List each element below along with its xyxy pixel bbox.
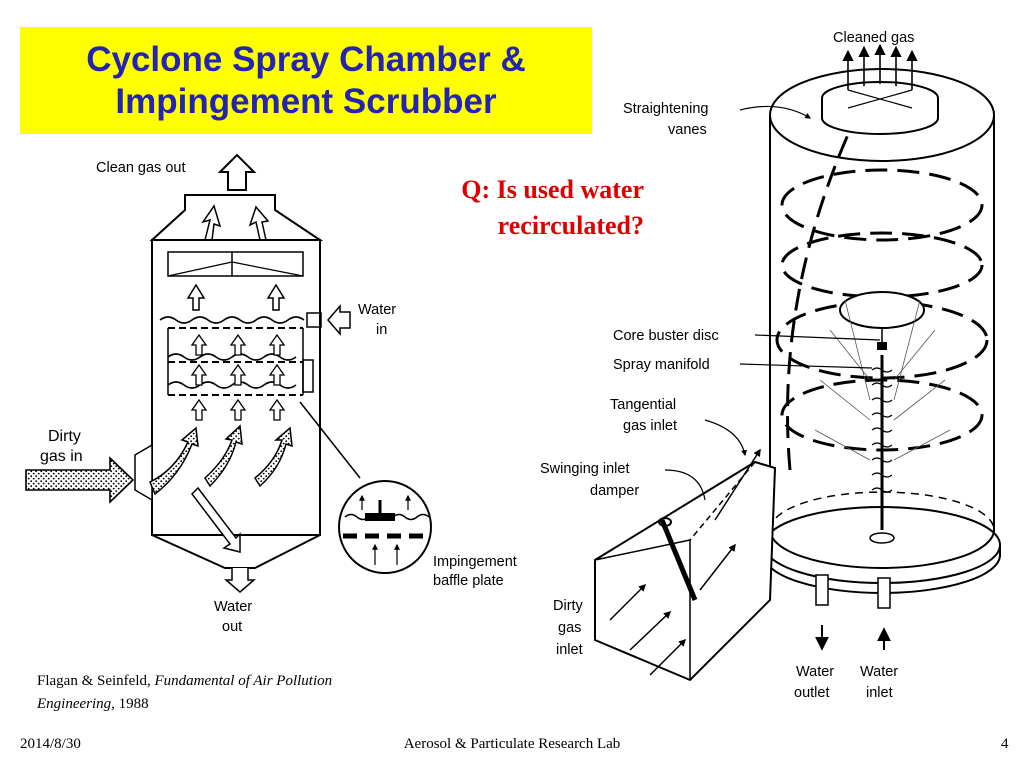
question-line-2: recirculated?	[497, 211, 644, 240]
label-water-out-1: Water	[214, 599, 252, 615]
title-line-2: Impingement Scrubber	[115, 81, 497, 121]
label-water-out-2: out	[222, 619, 242, 635]
citation-authors: Flagan & Seinfeld,	[37, 673, 155, 689]
label-dirty-gas-inlet-2: gas	[558, 620, 581, 636]
label-straightening-2: vanes	[668, 122, 707, 138]
label-dirty-gas-1: Dirty	[48, 428, 81, 445]
scrubber-body	[151, 239, 321, 536]
label-tangential-2: gas inlet	[623, 418, 677, 434]
impingement-scrubber-diagram	[25, 153, 432, 593]
question-text: Q: Is used water recirculated?	[404, 172, 644, 244]
label-impingement-1: Impingement	[433, 554, 517, 570]
label-water-outlet-1: Water	[796, 664, 834, 680]
label-straightening-1: Straightening	[623, 101, 708, 117]
cyclone-spray-chamber-diagram	[594, 43, 1001, 682]
footer-lab-name: Aerosol & Particulate Research Lab	[403, 736, 621, 752]
label-spray-manifold: Spray manifold	[613, 357, 710, 373]
dirty-gas-in-arrow	[25, 456, 135, 504]
citation: Flagan & Seinfeld, Fundamental of Air Po…	[37, 670, 367, 716]
title-box: Cyclone Spray Chamber & Impingement Scru…	[20, 27, 592, 134]
label-swinging-2: damper	[590, 483, 639, 499]
footer-date: 2014/8/30	[20, 736, 81, 752]
label-dirty-gas-inlet-1: Dirty	[553, 598, 584, 614]
label-water-outlet-2: outlet	[794, 685, 829, 701]
label-dirty-gas-inlet-3: inlet	[556, 642, 583, 658]
label-tangential-1: Tangential	[610, 397, 676, 413]
right-labels: Cleaned gas Straightening vanes Core bus…	[540, 30, 914, 701]
left-labels: Clean gas out Water in Dirty gas in Impi…	[40, 160, 517, 635]
label-clean-gas-out: Clean gas out	[96, 160, 185, 176]
core-buster-disc	[839, 291, 925, 329]
footer-page-number: 4	[1001, 736, 1009, 752]
label-core-buster-disc: Core buster disc	[613, 328, 719, 344]
label-water-inlet-1: Water	[860, 664, 898, 680]
label-cleaned-gas: Cleaned gas	[833, 30, 914, 46]
citation-title: Fundamental of Air Pollution Engineering	[37, 673, 333, 712]
label-swinging-1: Swinging inlet	[540, 461, 629, 477]
water-in-arrow	[327, 303, 351, 337]
label-water-in-1: Water	[358, 302, 396, 318]
label-impingement-2: baffle plate	[433, 573, 504, 589]
label-dirty-gas-2: gas in	[40, 448, 83, 465]
label-water-inlet-2: inlet	[866, 685, 893, 701]
title-line-1: Cyclone Spray Chamber &	[86, 39, 526, 79]
top-duct	[149, 194, 324, 241]
impingement-detail	[338, 480, 432, 574]
question-line-1: Q: Is used water	[461, 175, 644, 204]
clean-gas-out-arrow	[217, 153, 257, 191]
label-water-in-2: in	[376, 322, 387, 338]
citation-year: , 1988	[111, 696, 149, 712]
